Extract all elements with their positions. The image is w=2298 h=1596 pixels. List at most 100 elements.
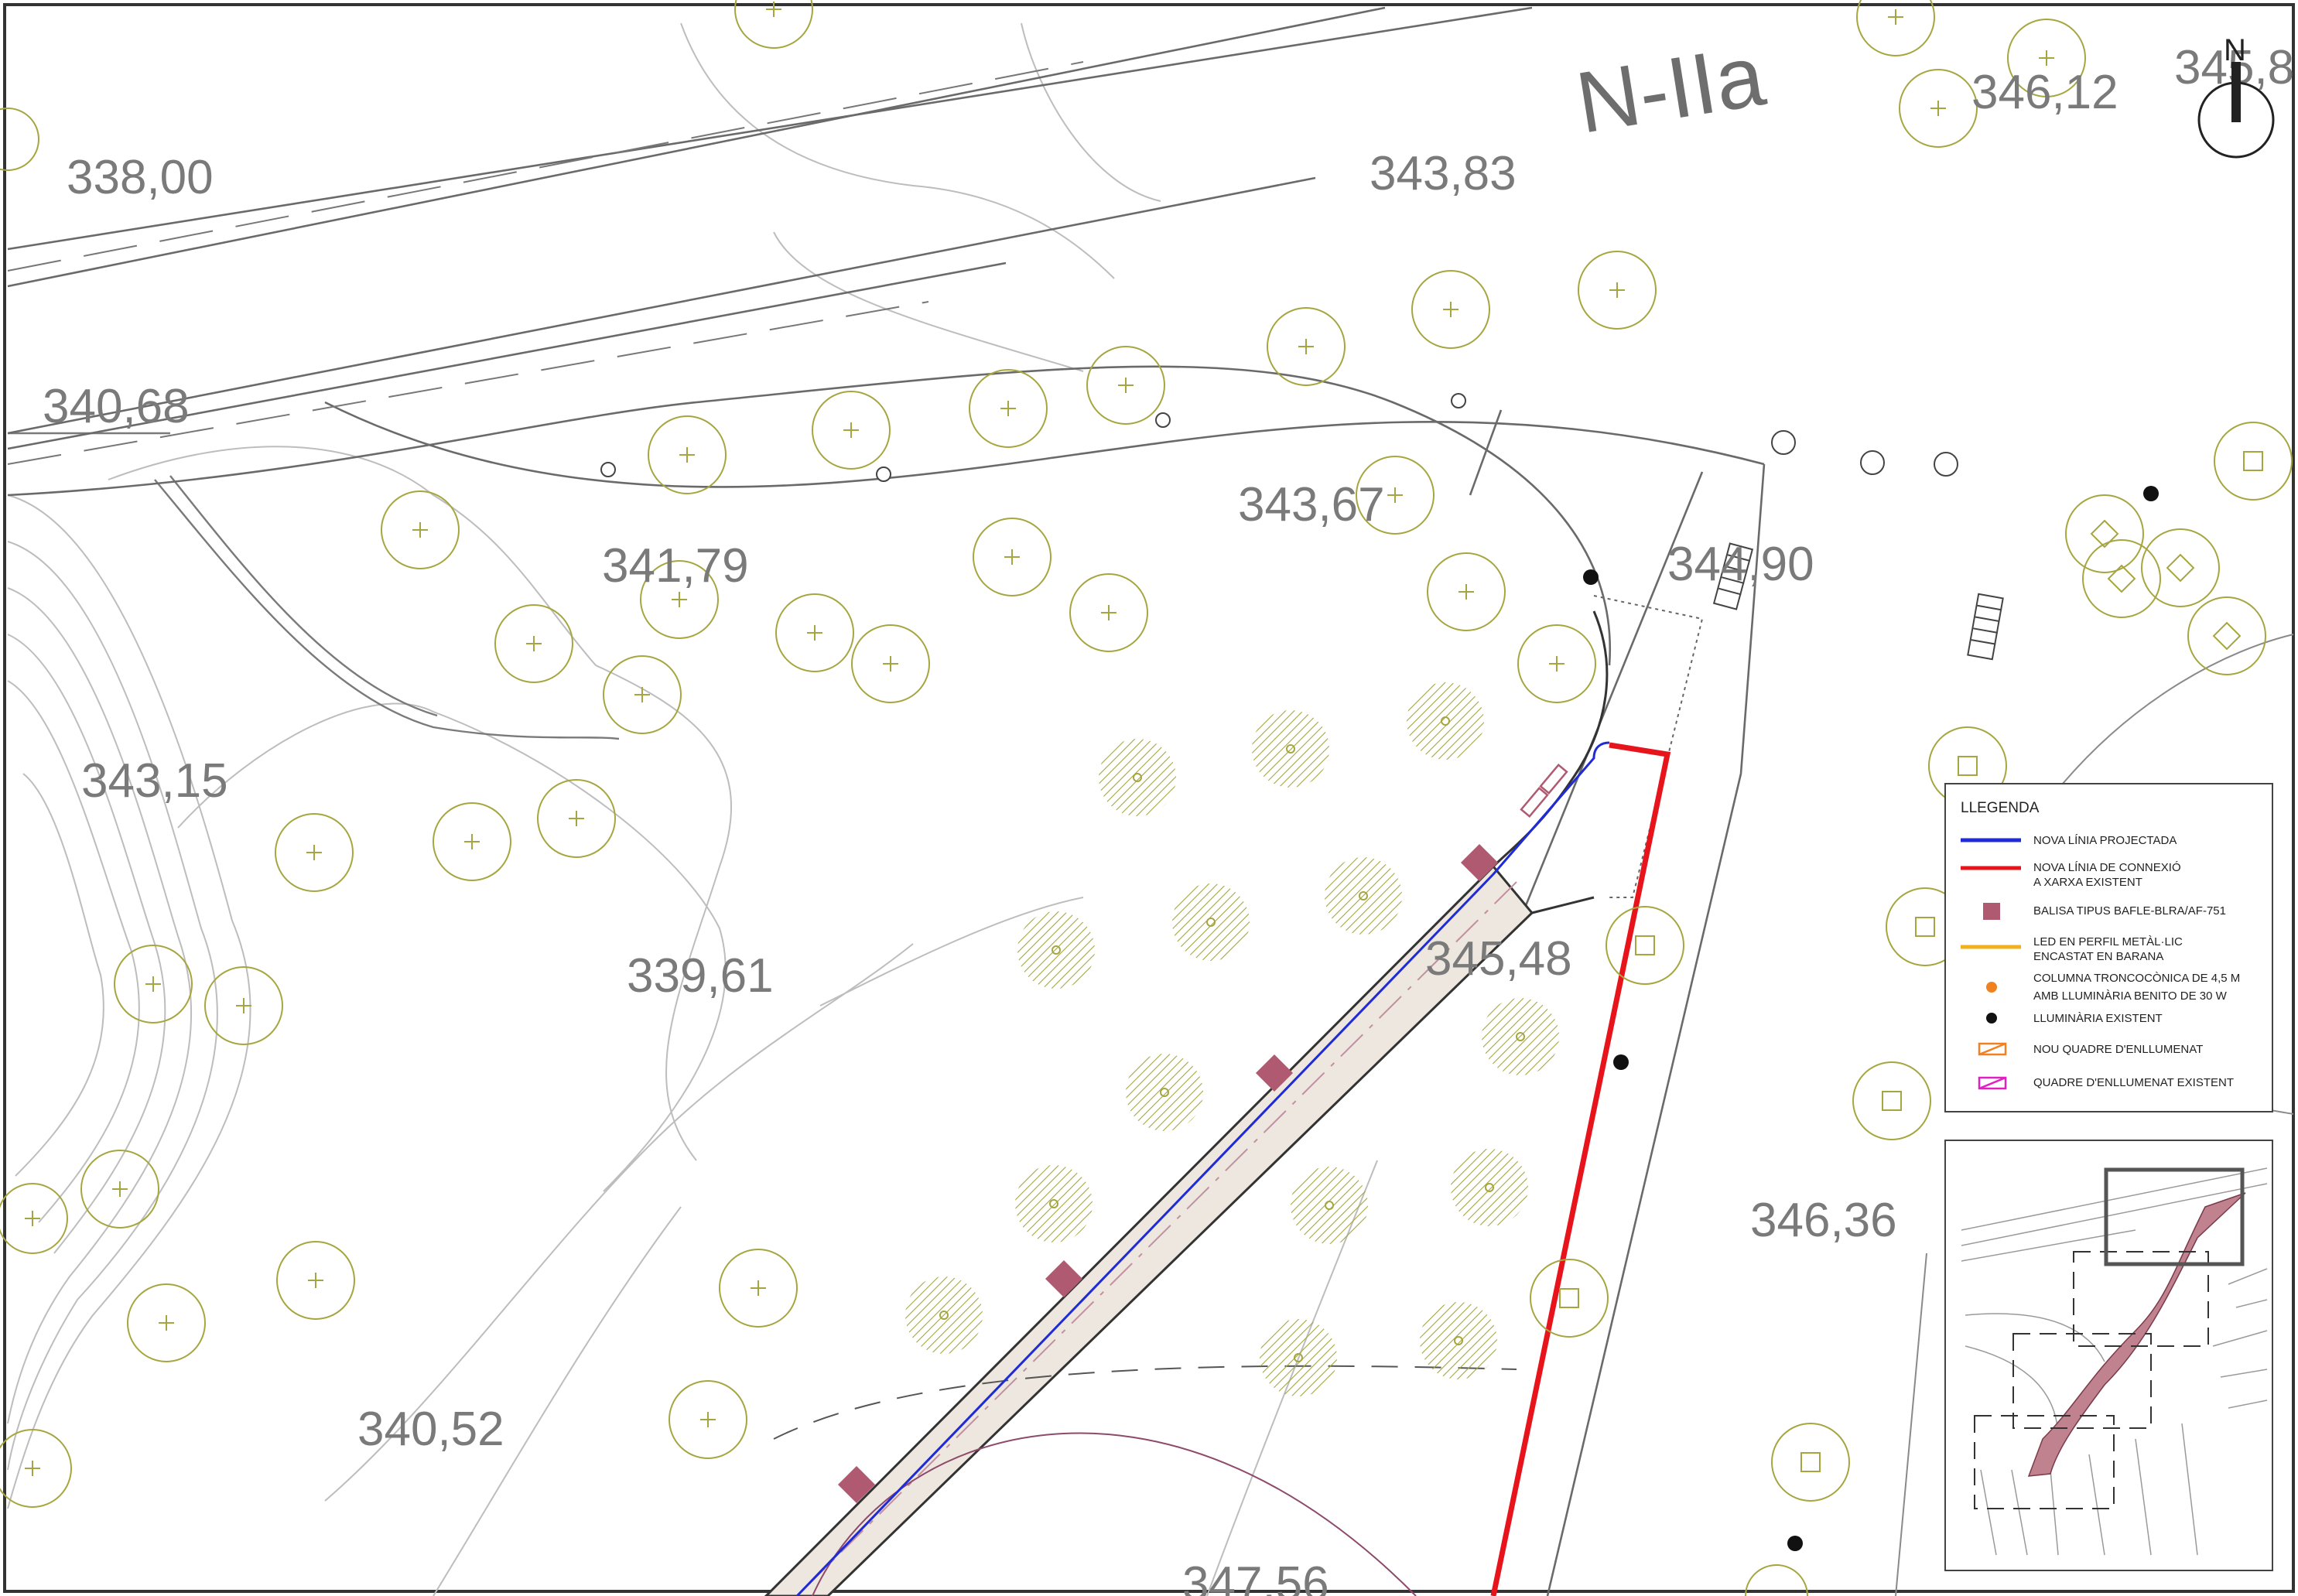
luminaire	[1787, 1536, 1803, 1551]
connection-line	[1490, 742, 1671, 1596]
hatched-tree	[1099, 739, 1176, 816]
elevation-label: 338,00	[67, 151, 214, 204]
tree	[0, 108, 39, 171]
elevation-label: 346,12	[1971, 66, 2118, 119]
elevation-label: 343,15	[81, 754, 228, 808]
tree	[2082, 539, 2161, 618]
tree	[494, 604, 573, 683]
legend-label: NOVA LÍNIA DE CONNEXIÓ	[2033, 861, 2181, 874]
tree	[1267, 307, 1346, 386]
legend-label: LED EN PERFIL METÀL·LIC	[2033, 935, 2183, 948]
tree	[1899, 69, 1978, 148]
luminaire	[1613, 1054, 1629, 1070]
hatched-tree	[1325, 857, 1402, 935]
contour-lines	[7, 22, 1378, 1596]
hatched-tree	[1291, 1167, 1368, 1244]
legend-label: NOVA LÍNIA PROJECTADA	[2033, 834, 2177, 847]
legend-label: QUADRE D'ENLLUMENAT EXISTENT	[2033, 1076, 2234, 1089]
tree	[734, 0, 813, 49]
legend-symbol-magenta-box	[1978, 1076, 2007, 1090]
existing-luminaires	[1583, 486, 2159, 1551]
small-street-fixtures	[600, 393, 1958, 482]
legend-title: LLEGENDA	[1961, 800, 2040, 816]
tree	[1745, 1564, 1808, 1596]
tree	[1856, 0, 1935, 56]
hatched-tree	[1420, 1302, 1497, 1379]
legend-label: LLUMINÀRIA EXISTENT	[2033, 1012, 2163, 1025]
tree	[1086, 346, 1165, 425]
elevation-label: 343,83	[1370, 147, 1517, 200]
tree	[1411, 270, 1490, 349]
tree	[114, 945, 193, 1024]
hatched-tree	[1172, 883, 1250, 961]
legend-symbol-orange-box	[1978, 1042, 2007, 1056]
elevation-label: 343,67	[1238, 478, 1385, 531]
tree	[1771, 1423, 1850, 1502]
tree	[669, 1380, 747, 1459]
tree	[204, 966, 283, 1045]
elevation-label: 341,79	[602, 539, 749, 593]
hatched-tree	[1126, 1054, 1203, 1131]
tree	[1356, 456, 1435, 535]
luminaire	[2143, 486, 2159, 501]
tree	[127, 1283, 206, 1362]
key-plan-inset	[1944, 1140, 2273, 1571]
tree	[2187, 596, 2266, 675]
elevation-label: 345,48	[1425, 932, 1572, 986]
elevation-label: 347,56	[1182, 1557, 1329, 1596]
tree	[775, 593, 854, 672]
elevation-labels: 338,00 343,83 346,12 345,8 340,68 343,67…	[43, 41, 2294, 1596]
legend: LLEGENDA NOVA LÍNIA PROJECTADA NOVA LÍNI…	[1944, 783, 2273, 1112]
tree	[2065, 494, 2144, 573]
tree	[1427, 552, 1506, 631]
bollards	[837, 843, 1499, 1504]
tree	[1069, 573, 1148, 652]
tree	[2214, 422, 2293, 501]
tree	[0, 1183, 68, 1254]
tree	[275, 813, 354, 892]
legend-label: AMB LLUMINÀRIA BENITO DE 30 W	[2033, 989, 2228, 1003]
legend-symbol-square	[1983, 903, 2000, 920]
elevation-label: 339,61	[627, 949, 774, 1003]
elevation-label: 346,36	[1750, 1194, 1897, 1247]
existing-trees	[0, 0, 2086, 1508]
legend-label: A XARXA EXISTENT	[2033, 876, 2142, 889]
hatched-tree	[1017, 911, 1095, 989]
tree	[648, 415, 727, 494]
legend-symbol-orange-dot	[1986, 982, 1997, 993]
road-centerlines	[7, 61, 1084, 465]
hatched-tree	[1482, 998, 1559, 1075]
legend-label: COLUMNA TRONCOCÒNICA DE 4,5 M	[2033, 972, 2240, 985]
purple-arc	[812, 1432, 1417, 1596]
tree	[969, 369, 1048, 448]
elevation-label: 344,90	[1667, 538, 1814, 591]
tree	[1606, 906, 1684, 985]
tree	[1578, 251, 1657, 330]
hatched-tree	[1260, 1319, 1337, 1396]
legend-label: ENCASTAT EN BARANA	[2033, 950, 2163, 963]
stairs	[1712, 542, 2004, 661]
tree	[433, 802, 511, 881]
tree	[80, 1150, 159, 1229]
elevation-label: 340,68	[43, 380, 190, 433]
proposed-line	[795, 741, 1610, 1596]
upper-left-band	[8, 432, 620, 740]
north-label: N	[2224, 33, 2246, 67]
tree	[2007, 19, 2086, 97]
tree	[603, 655, 682, 734]
tree	[537, 779, 616, 858]
legend-label: NOU QUADRE D'ENLLUMENAT	[2033, 1043, 2203, 1056]
elevation-label: 340,52	[357, 1403, 504, 1456]
luminaire	[1583, 569, 1599, 585]
hatched-tree	[1015, 1165, 1093, 1242]
hatched-tree	[1407, 682, 1484, 760]
tree	[1517, 624, 1596, 703]
legend-symbol-black-dot	[1986, 1013, 1997, 1024]
hatched-tree	[905, 1276, 983, 1354]
hatched-tree	[1252, 710, 1329, 788]
tree	[973, 518, 1052, 596]
tree	[2141, 528, 2220, 607]
existing-lighting-panel	[1520, 763, 1568, 819]
tree	[381, 490, 460, 569]
